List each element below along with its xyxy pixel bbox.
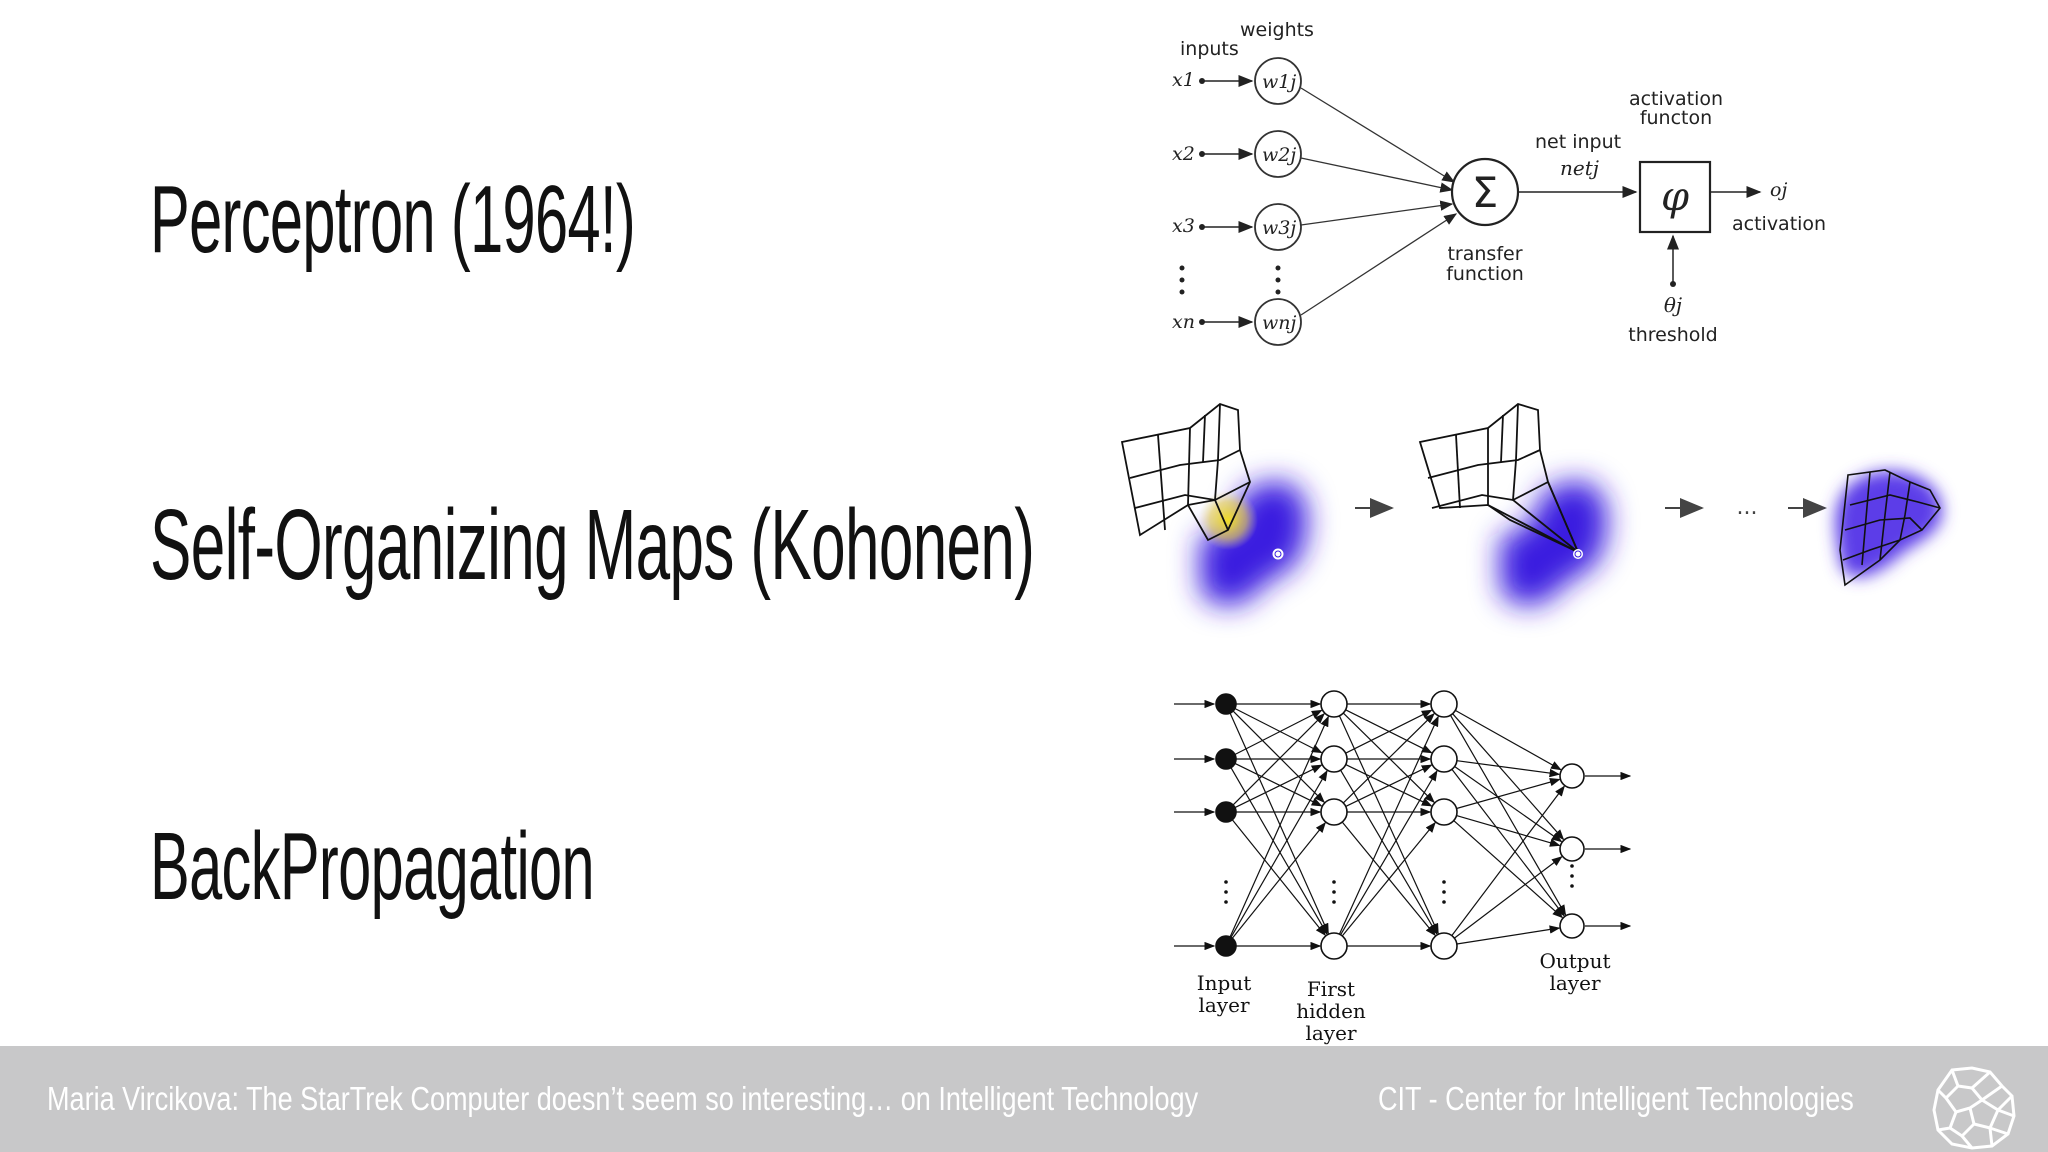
network-edge bbox=[1345, 764, 1433, 807]
svg-text:xn: xn bbox=[1172, 311, 1195, 333]
som-stage-3 bbox=[1835, 469, 1942, 587]
output-node bbox=[1559, 836, 1585, 862]
som-ellipsis: ... bbox=[1737, 495, 1758, 520]
input-node bbox=[1215, 748, 1237, 770]
weight-w2j: w2j bbox=[1262, 144, 1296, 166]
network-edge bbox=[1456, 778, 1561, 810]
hidden-layer-label-2: hidden bbox=[1296, 999, 1366, 1023]
network-edge bbox=[1229, 712, 1329, 935]
net-input-label: net input bbox=[1535, 131, 1621, 153]
svg-text:x3: x3 bbox=[1172, 215, 1195, 237]
network-edge bbox=[1232, 710, 1325, 803]
input-x3: x3 w3j bbox=[1172, 203, 1302, 251]
network-edge bbox=[1234, 764, 1323, 809]
network-edge bbox=[1451, 785, 1565, 936]
activation-label: activation bbox=[1732, 213, 1826, 235]
network-edge bbox=[1456, 815, 1561, 847]
output-node bbox=[1559, 763, 1585, 789]
network-nodes bbox=[1215, 690, 1585, 960]
som-stage-1 bbox=[1120, 402, 1308, 606]
weights-label: weights bbox=[1240, 19, 1314, 41]
hidden-node bbox=[1320, 745, 1348, 773]
perceptron-title: Perceptron (1964!) bbox=[150, 166, 636, 273]
inputs-label: inputs bbox=[1180, 38, 1239, 60]
network-edge bbox=[1234, 707, 1323, 754]
network-edge bbox=[1229, 715, 1329, 938]
threshold-label: threshold bbox=[1628, 324, 1717, 346]
som-title: Self-Organizing Maps (Kohonen) bbox=[150, 489, 1035, 601]
svg-text:x2: x2 bbox=[1172, 143, 1195, 165]
perceptron-diagram: inputs weights x1 w1j x2 w2j x3 w3j xn w… bbox=[1172, 19, 1826, 346]
hidden-node bbox=[1320, 932, 1348, 960]
network-edge bbox=[1452, 713, 1565, 841]
sum-symbol: Σ bbox=[1472, 168, 1499, 217]
vertical-dots bbox=[1179, 265, 1281, 295]
output-layer-label-2: layer bbox=[1549, 971, 1600, 995]
network-edge bbox=[1453, 820, 1564, 919]
layer-dots bbox=[1224, 864, 1574, 904]
network-edge bbox=[1454, 766, 1563, 843]
output-layer-label-1: Output bbox=[1539, 949, 1610, 973]
input-layer-label-2: layer bbox=[1198, 993, 1249, 1017]
hidden-node bbox=[1430, 932, 1458, 960]
transfer-label-1: transfer bbox=[1447, 243, 1522, 265]
footer-organization-text: CIT - Center for Intelligent Technologie… bbox=[1378, 1080, 1854, 1117]
network-connections bbox=[1174, 699, 1632, 951]
phi-symbol: φ bbox=[1661, 174, 1689, 220]
weight-wnj: wnj bbox=[1262, 312, 1297, 334]
network-edge bbox=[1451, 768, 1565, 917]
hidden-node bbox=[1320, 690, 1348, 718]
hidden-node bbox=[1320, 798, 1348, 826]
input-node bbox=[1215, 935, 1237, 957]
weight-w1j: w1j bbox=[1262, 71, 1296, 93]
activation-function-label-1: activation bbox=[1629, 88, 1723, 110]
network-edge bbox=[1230, 770, 1328, 938]
network-edge bbox=[1340, 770, 1438, 936]
net-label: netj bbox=[1560, 156, 1599, 180]
activation-box bbox=[1638, 160, 1712, 234]
backprop-title: BackPropagation bbox=[150, 813, 595, 920]
backprop-network-diagram: Input layer First hidden layer Output la… bbox=[1174, 690, 1632, 1045]
network-edge bbox=[1342, 712, 1435, 804]
svg-text:x1: x1 bbox=[1172, 69, 1195, 91]
hidden-node bbox=[1430, 798, 1458, 826]
hidden-layer-label-1: First bbox=[1307, 977, 1355, 1001]
network-edge bbox=[1454, 856, 1563, 939]
hidden-node bbox=[1430, 745, 1458, 773]
input-node bbox=[1215, 693, 1237, 715]
input-xn: xn wnj bbox=[1172, 298, 1302, 346]
network-edge bbox=[1230, 767, 1328, 935]
hidden-node bbox=[1430, 690, 1458, 718]
hidden-layer-label-3: layer bbox=[1305, 1021, 1356, 1045]
som-stage-2 bbox=[1418, 403, 1608, 606]
output-label: oj bbox=[1770, 179, 1787, 201]
network-edge bbox=[1456, 760, 1561, 778]
network-edge bbox=[1455, 709, 1562, 771]
weight-connections bbox=[1300, 87, 1458, 316]
network-edge bbox=[1231, 819, 1326, 937]
network-edge bbox=[1341, 821, 1436, 937]
network-edge bbox=[1232, 713, 1325, 806]
footer-bar: Maria Vircikova: The StarTrek Computer d… bbox=[0, 1046, 2048, 1152]
network-edge bbox=[1234, 762, 1323, 807]
input-layer-label-1: Input bbox=[1197, 971, 1252, 995]
weight-w3j: w3j bbox=[1262, 217, 1296, 239]
theta-label: θj bbox=[1664, 293, 1682, 317]
input-x2: x2 w2j bbox=[1172, 130, 1302, 178]
network-edge bbox=[1345, 709, 1433, 754]
cell-network-logo-icon bbox=[1932, 1066, 2016, 1150]
input-node bbox=[1215, 801, 1237, 823]
network-edge bbox=[1449, 715, 1567, 916]
som-diagram: ... bbox=[1120, 402, 1942, 606]
input-x1: x1 w1j bbox=[1172, 57, 1302, 105]
network-edge bbox=[1231, 821, 1326, 939]
footer-presenter-text: Maria Vircikova: The StarTrek Computer d… bbox=[47, 1080, 1199, 1117]
transfer-label-2: function bbox=[1446, 263, 1524, 285]
network-edge bbox=[1234, 709, 1323, 756]
activation-function-label-2: functon bbox=[1640, 107, 1712, 129]
network-edge bbox=[1456, 925, 1561, 945]
output-node bbox=[1559, 913, 1585, 939]
network-edge bbox=[1338, 715, 1439, 935]
